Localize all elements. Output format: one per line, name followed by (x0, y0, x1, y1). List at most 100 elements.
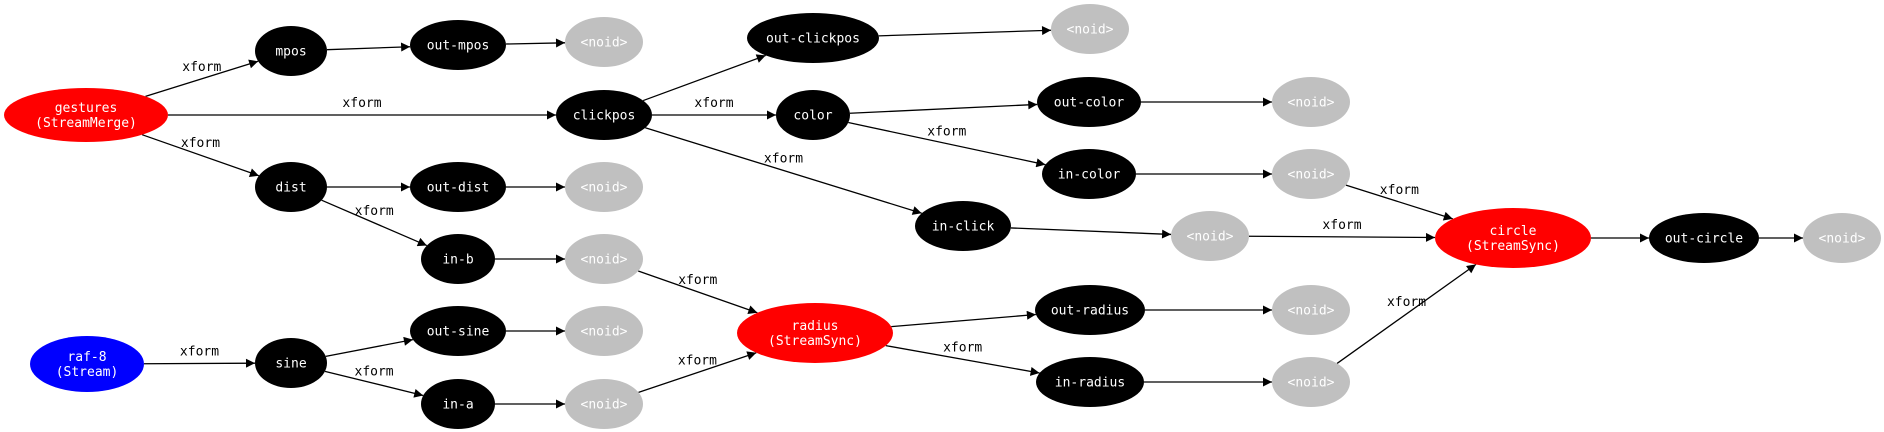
node-out-sine[interactable]: out-sine (410, 306, 506, 356)
node-label: (StreamMerge) (35, 116, 137, 131)
node-shape[interactable] (255, 26, 327, 76)
node-shape[interactable] (1272, 77, 1350, 127)
node-in-radius[interactable]: in-radius (1036, 357, 1144, 407)
node-out-clickpos[interactable]: out-clickpos (747, 13, 879, 63)
node-shape[interactable] (255, 338, 327, 388)
node-label: <noid> (581, 398, 628, 413)
node-label: sine (275, 357, 306, 372)
node-dist[interactable]: dist (255, 162, 327, 212)
node-out-dist[interactable]: out-dist (410, 162, 506, 212)
node-shape[interactable] (776, 90, 850, 140)
edge-clickpos-to-out-clickpos (642, 54, 766, 102)
node-shape[interactable] (1272, 357, 1350, 407)
node-shape[interactable] (1051, 4, 1129, 54)
node-noid-in-radius[interactable]: <noid> (1272, 357, 1350, 407)
node-out-circle[interactable]: out-circle (1649, 213, 1759, 263)
edge-label: xform (182, 60, 221, 75)
node-shape[interactable] (915, 201, 1011, 251)
node-shape[interactable] (565, 162, 643, 212)
node-noid-dist[interactable]: <noid> (565, 162, 643, 212)
node-noid-out-radius[interactable]: <noid> (1272, 285, 1350, 335)
node-out-mpos[interactable]: out-mpos (410, 20, 506, 70)
node-shape[interactable] (565, 379, 643, 429)
node-in-a[interactable]: in-a (421, 379, 495, 429)
edge-noid-in-click-to-circle: xform (1248, 218, 1436, 242)
edge-arrow (1248, 232, 1436, 242)
node-noid-sine[interactable]: <noid> (565, 306, 643, 356)
node-shape[interactable] (1042, 149, 1136, 199)
edge-arrow (326, 42, 411, 52)
node-shape[interactable] (1035, 285, 1145, 335)
node-in-b[interactable]: in-b (421, 234, 495, 284)
edge-arrow (143, 358, 256, 368)
node-shape[interactable] (565, 234, 643, 284)
node-shape[interactable] (737, 303, 893, 363)
node-label: circle (1490, 224, 1537, 239)
edge-arrow (505, 38, 566, 48)
node-shape[interactable] (1272, 149, 1350, 199)
node-in-color[interactable]: in-color (1042, 149, 1136, 199)
node-noid-in-a[interactable]: <noid> (565, 379, 643, 429)
node-noid-in-click[interactable]: <noid> (1171, 211, 1249, 261)
edge-gestures-to-clickpos: xform (168, 96, 556, 120)
node-shape[interactable] (410, 306, 506, 356)
node-noid-circle[interactable]: <noid> (1803, 213, 1881, 263)
node-shape[interactable] (410, 162, 506, 212)
node-sine[interactable]: sine (255, 338, 327, 388)
edge-clickpos-to-in-click: xform (645, 127, 922, 215)
node-label: <noid> (1067, 23, 1114, 38)
node-noid-clickpos[interactable]: <noid> (1051, 4, 1129, 54)
edge-label: xform (678, 354, 717, 369)
node-shape[interactable] (565, 17, 643, 67)
node-noid-color[interactable]: <noid> (1272, 77, 1350, 127)
node-out-color[interactable]: out-color (1037, 77, 1141, 127)
node-shape[interactable] (1036, 357, 1144, 407)
edge-noid-in-color-to-circle: xform (1345, 183, 1453, 221)
edge-arrow (645, 127, 922, 215)
edge-mpos-to-out-mpos (326, 42, 411, 52)
node-label: <noid> (1288, 376, 1335, 391)
edge-arrow (1345, 184, 1453, 221)
node-in-click[interactable]: in-click (915, 201, 1011, 251)
node-shape[interactable] (1435, 208, 1591, 268)
node-clickpos[interactable]: clickpos (556, 90, 652, 140)
node-shape[interactable] (421, 234, 495, 284)
edge-color-to-out-color (849, 100, 1038, 114)
node-noid-mpos[interactable]: <noid> (565, 17, 643, 67)
node-shape[interactable] (4, 88, 168, 142)
node-label: <noid> (1288, 168, 1335, 183)
node-gestures[interactable]: gestures(StreamMerge) (4, 88, 168, 142)
node-shape[interactable] (1037, 77, 1141, 127)
node-color[interactable]: color (776, 90, 850, 140)
node-shape[interactable] (565, 306, 643, 356)
node-raf-8[interactable]: raf-8(Stream) (30, 336, 144, 392)
node-label: <noid> (1819, 232, 1866, 247)
node-shape[interactable] (1171, 211, 1249, 261)
node-shape[interactable] (1649, 213, 1759, 263)
edge-sine-to-in-a: xform (324, 364, 424, 398)
edge-label: xform (694, 96, 733, 111)
node-label: dist (275, 181, 306, 196)
node-shape[interactable] (1803, 213, 1881, 263)
node-circle[interactable]: circle(StreamSync) (1435, 208, 1591, 268)
node-noid-in-b[interactable]: <noid> (565, 234, 643, 284)
edge-out-mpos-to-noid-mpos (505, 38, 566, 48)
node-shape[interactable] (556, 90, 652, 140)
node-shape[interactable] (1272, 285, 1350, 335)
edge-radius-to-in-radius: xform (885, 340, 1040, 376)
node-shape[interactable] (421, 379, 495, 429)
node-label: out-sine (427, 325, 490, 340)
node-label: out-radius (1051, 304, 1129, 319)
node-mpos[interactable]: mpos (255, 26, 327, 76)
edge-label: xform (342, 96, 381, 111)
node-out-radius[interactable]: out-radius (1035, 285, 1145, 335)
node-radius[interactable]: radius(StreamSync) (737, 303, 893, 363)
node-label: out-clickpos (766, 32, 860, 47)
node-label: in-b (442, 253, 473, 268)
node-shape[interactable] (410, 20, 506, 70)
node-shape[interactable] (747, 13, 879, 63)
node-shape[interactable] (255, 162, 327, 212)
node-noid-in-color[interactable]: <noid> (1272, 149, 1350, 199)
node-shape[interactable] (30, 336, 144, 392)
